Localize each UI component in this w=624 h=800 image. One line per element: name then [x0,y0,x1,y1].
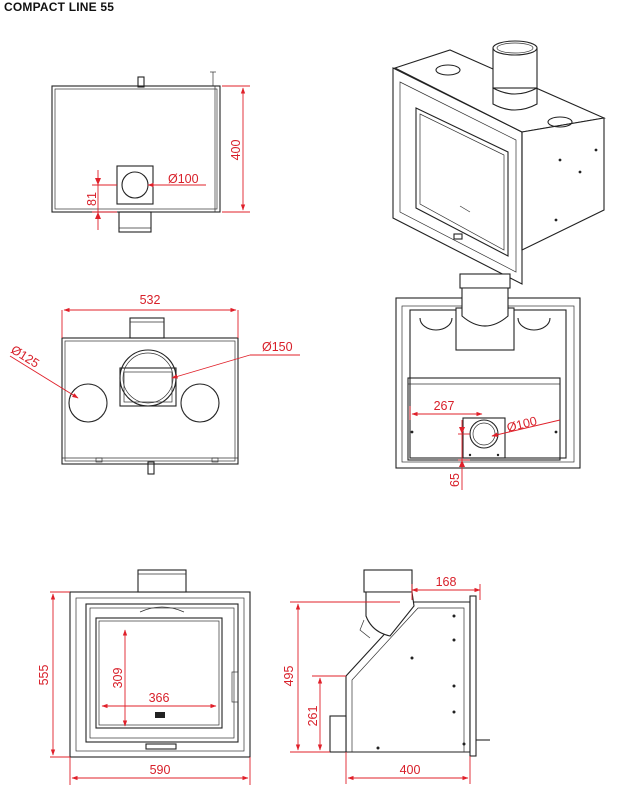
side-air-box [329,715,347,753]
front-logo [155,712,165,718]
dim-rear-offset-x: 267 [434,399,455,413]
front-glass [95,617,223,729]
dim-flue-offset: 81 [85,192,99,206]
dim-outlet-diameter: Ø150 [262,340,293,354]
rear-inlet-square [462,417,506,459]
dim-glass-height: 309 [111,668,125,689]
side-body [345,601,471,753]
flue-pipe [118,211,152,233]
rear-view: 267 Ø100 65 [395,273,581,490]
top-view: 400 81 Ø100 [51,71,250,233]
top-view-bracket [137,76,145,88]
dim-top-depth: 400 [229,140,243,161]
dim-side-depth: 400 [400,763,421,777]
iso-side [521,117,605,251]
side-view: 168 495 261 400 [282,569,490,784]
dim-side-top-depth: 168 [436,575,457,589]
front-vent [145,743,177,750]
front-flue [137,569,187,593]
dim-front-height: 555 [37,665,51,686]
dim-side-lower-height: 261 [306,706,320,727]
isometric-view [392,40,606,285]
dim-glass-width: 366 [149,691,170,705]
top-view-body [51,85,221,213]
flue-circle [121,171,149,199]
outlet-circle [119,349,177,407]
rear-flue-top [459,273,511,289]
dim-rear-offset-y: 65 [448,473,462,487]
dim-rear-inlet-diameter: Ø100 [505,414,538,435]
rear-lower-box [407,377,561,461]
rear-inlet-circle [469,419,499,449]
section-body [61,337,239,465]
iso-glass [415,107,509,257]
front-view: 555 309 366 590 [37,569,251,785]
dim-side-height: 495 [282,666,296,687]
front-section-view: 532 Ø150 Ø125 [8,293,300,475]
front-outer-frame [69,591,251,758]
front-door [85,603,239,743]
dim-top-flue-diameter: Ø100 [168,172,199,186]
side-flue [363,569,413,593]
page-title: COMPACT LINE 55 [4,0,115,14]
dim-side-diameter: Ø125 [8,343,41,371]
section-spigot [129,317,165,339]
dim-section-width: 532 [140,293,161,307]
dim-front-width: 590 [150,763,171,777]
door-handle[interactable] [231,671,239,703]
